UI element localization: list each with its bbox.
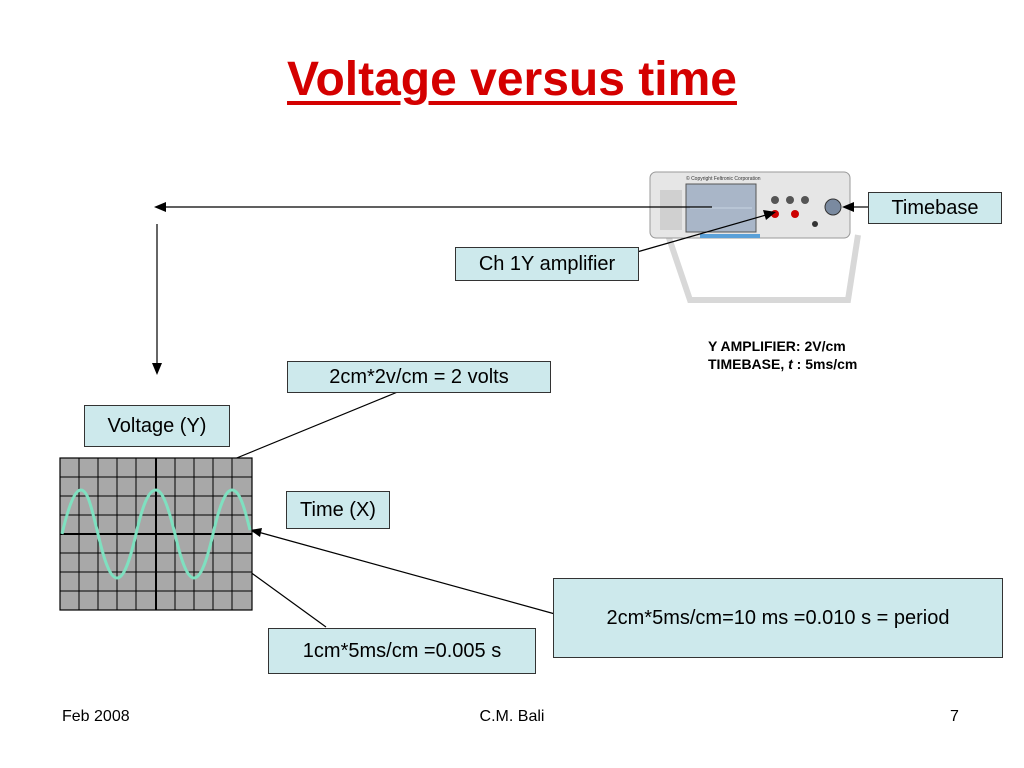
volts-calc-label: 2cm*2v/cm = 2 volts [287, 361, 551, 393]
voltage-y-label: Voltage (Y) [84, 405, 230, 447]
slide-title: Voltage versus time [287, 53, 737, 106]
footer-author: C.M. Bali [479, 708, 545, 725]
timebase-variable: t [788, 356, 793, 372]
time-x-label: Time (X) [286, 491, 390, 529]
timebase-label: Timebase [868, 192, 1002, 224]
timebase-prefix: TIMEBASE, [708, 356, 789, 372]
scope-brand-text: © Copyright Feltronic Corporation [686, 175, 761, 182]
scope-settings-info: Y AMPLIFIER: 2V/cm TIMEBASE, t : 5ms/cm [708, 337, 857, 373]
y-amplifier-text: Y AMPLIFIER: 2V/cm [708, 338, 846, 354]
timebase-setting-text: TIMEBASE, t : 5ms/cm [708, 355, 857, 373]
sine-wave [60, 488, 252, 580]
footer-page-number: 7 [950, 708, 959, 725]
timebase-value: : 5ms/cm [792, 356, 858, 372]
footer-date: Feb 2008 [62, 708, 130, 725]
ch1-amplifier-label: Ch 1Y amplifier [455, 247, 639, 281]
period-calc-label: 2cm*5ms/cm=10 ms =0.010 s = period [553, 578, 1003, 658]
half-period-label: 1cm*5ms/cm =0.005 s [268, 628, 536, 674]
